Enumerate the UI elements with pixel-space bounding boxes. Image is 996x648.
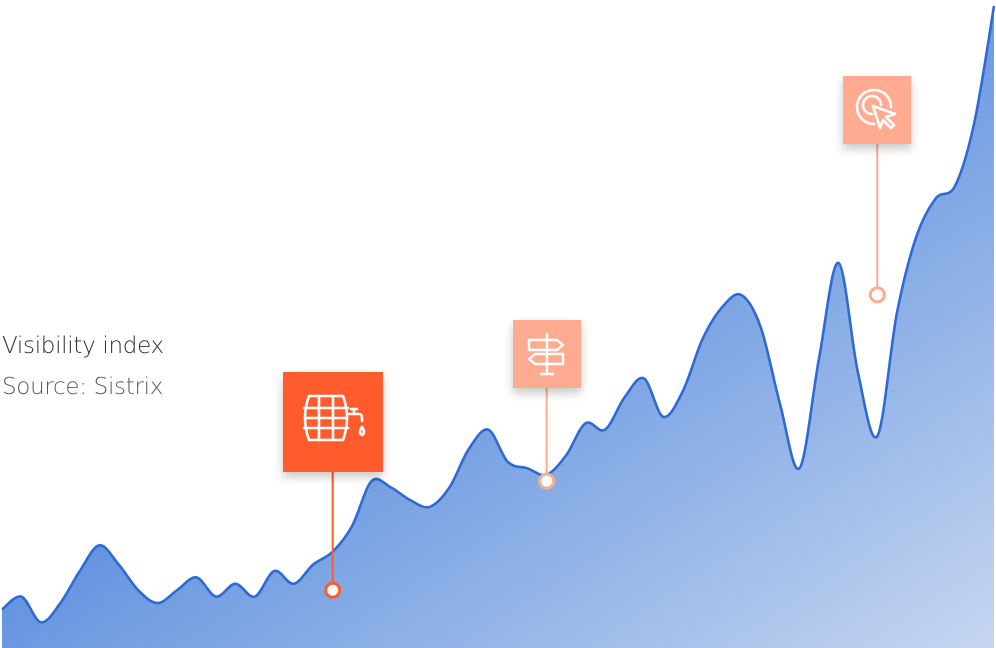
barrel-icon — [302, 394, 365, 442]
annotation-point — [324, 581, 342, 599]
annotation-marker-signpost — [512, 320, 581, 388]
annotation-marker-barrel — [282, 372, 383, 472]
series-area — [2, 6, 994, 648]
annotation-stems — [331, 144, 879, 591]
chart-source: Source: Sistrix — [2, 374, 164, 400]
series-line — [1, 5, 996, 624]
annotation-point — [538, 472, 556, 490]
chart-caption: Visibility index Source: Sistrix — [2, 326, 164, 408]
annotation-point — [868, 286, 886, 304]
signpost-icon — [527, 332, 564, 376]
annotation-marker-cursor — [843, 76, 912, 144]
area-layer — [1, 5, 996, 648]
annotation-dots — [324, 286, 886, 599]
chart-title: Visibility index — [2, 333, 164, 359]
cursor-click-icon — [855, 88, 897, 130]
